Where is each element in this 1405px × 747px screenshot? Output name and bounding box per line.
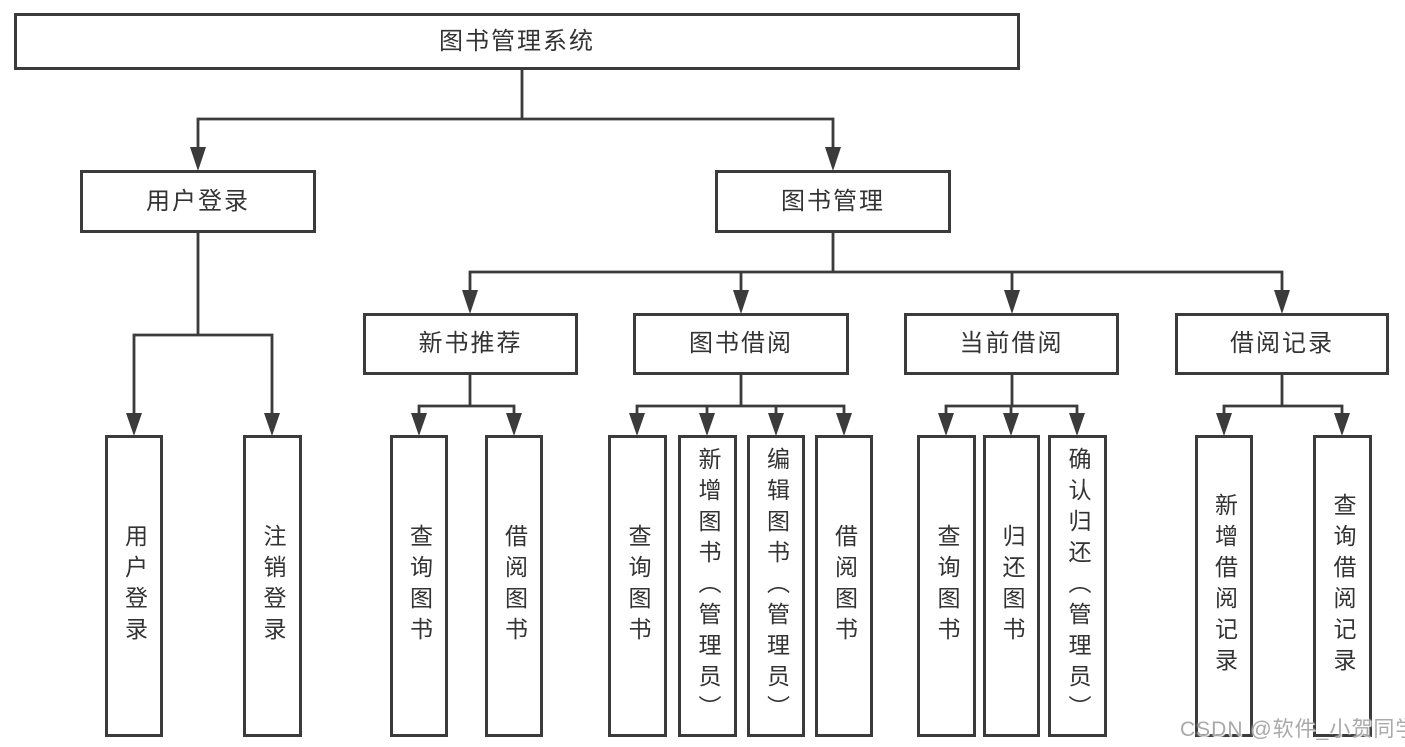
leaf-edit-book-admin: 编辑图书（管理员） (747, 435, 805, 737)
leaf-query-books-rec: 查询图书 (390, 435, 448, 737)
node-user-login: 用户登录 (80, 170, 316, 233)
node-new-book-recommendation: 新书推荐 (363, 313, 578, 375)
leaf-query-borrow-record: 查询借阅记录 (1313, 435, 1372, 737)
leaf-add-borrow-record: 新增借阅记录 (1195, 435, 1253, 737)
leaf-return-book: 归还图书 (983, 435, 1040, 737)
leaf-confirm-return-admin: 确认归还（管理员） (1048, 435, 1107, 737)
node-current-borrowing: 当前借阅 (904, 313, 1119, 375)
leaf-query-books-current: 查询图书 (917, 435, 976, 737)
node-borrowing-records: 借阅记录 (1175, 313, 1389, 375)
leaf-user-login: 用户登录 (105, 435, 163, 737)
node-book-management: 图书管理 (715, 170, 951, 233)
leaf-add-book-admin: 新增图书（管理员） (678, 435, 737, 737)
watermark: CSDN @软件_小贺同学 (1180, 718, 1405, 741)
leaf-query-books-borrow: 查询图书 (608, 435, 667, 737)
leaf-borrow-books-borrow: 借阅图书 (815, 435, 873, 737)
node-book-borrowing: 图书借阅 (633, 313, 849, 375)
leaf-logout-login: 注销登录 (243, 435, 302, 737)
leaf-borrow-books-rec: 借阅图书 (485, 435, 543, 737)
node-root: 图书管理系统 (14, 13, 1020, 70)
